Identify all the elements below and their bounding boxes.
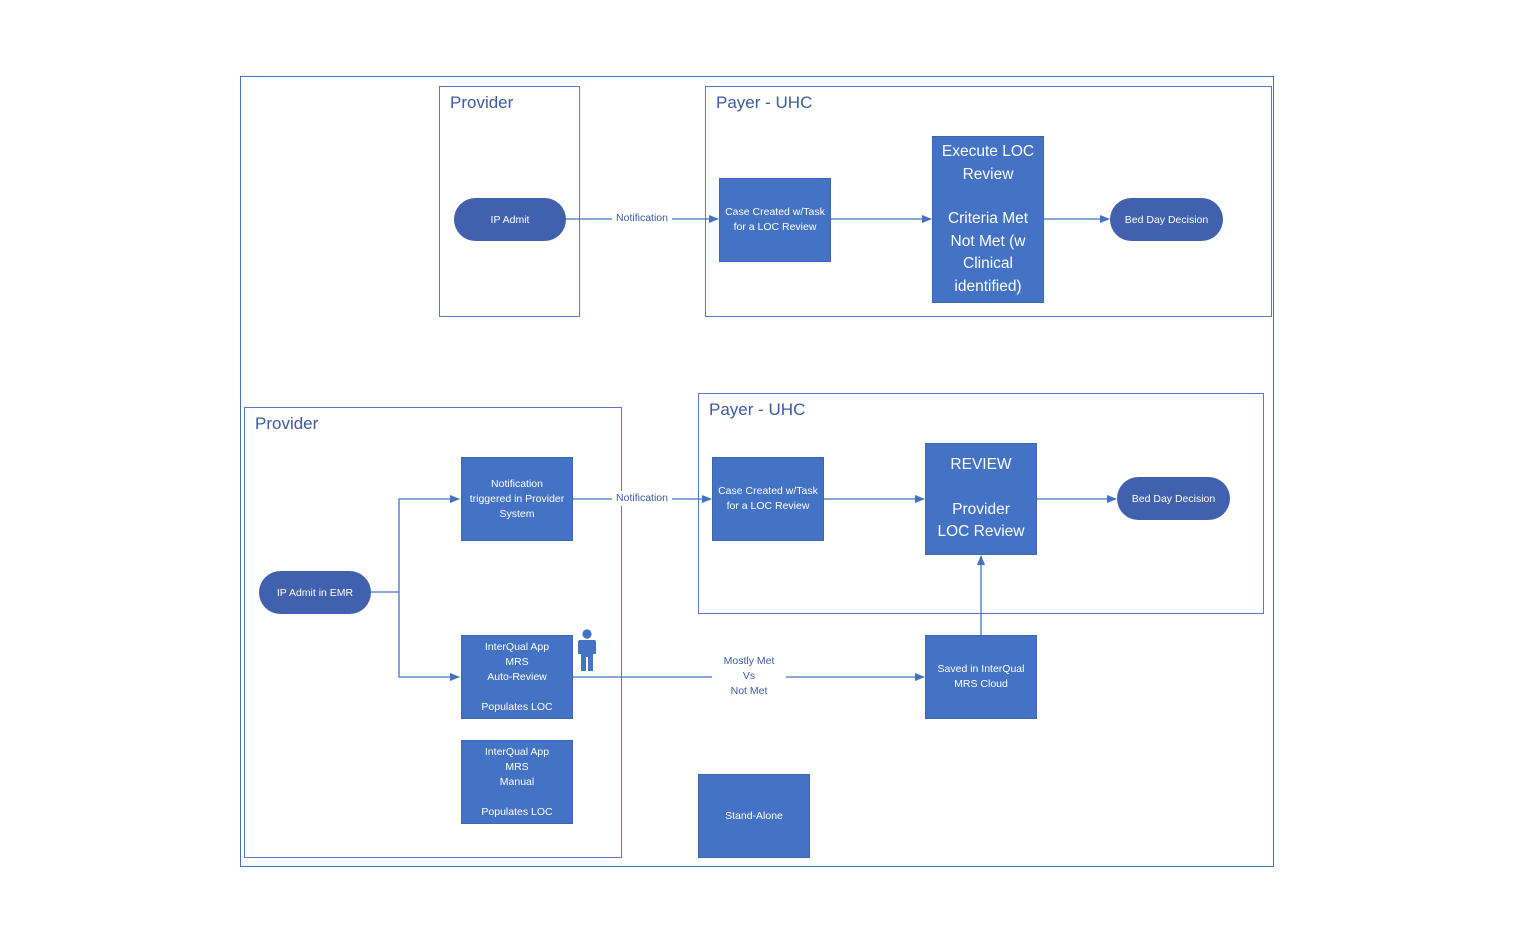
interqual-auto-line: InterQual App <box>484 640 550 653</box>
bottom-notification-line: triggered in Provider <box>469 492 565 505</box>
saved-interqual-line: Saved in InterQual <box>937 663 1025 675</box>
top-payer-lane: Payer - UHC <box>705 86 1272 317</box>
bottom-review-line: Provider <box>952 500 1010 518</box>
top-execute-line: Criteria Met <box>947 210 1029 227</box>
bottom-review-box: REVIEW Provider LOC Review <box>925 443 1037 555</box>
interqual-manual-line: Populates LOC <box>481 805 553 818</box>
stand-alone-box: Stand-Alone <box>698 774 810 858</box>
bottom-provider-lane-title: Provider <box>255 414 319 433</box>
bottom-notification-line: System <box>499 507 535 520</box>
top-ip-admit-node: IP Admit <box>454 198 566 241</box>
stand-alone-label: Stand-Alone <box>725 809 783 822</box>
interqual-auto-line: MRS <box>505 655 529 668</box>
top-execute-line: Execute LOC <box>941 143 1035 160</box>
bottom-notification-label: Notification <box>612 491 672 506</box>
bottom-review-line: LOC Review <box>937 523 1025 541</box>
bottom-arrow-emr-to-notification <box>398 495 460 592</box>
top-execute-review-box: Execute LOC Review Criteria Met Not Met … <box>932 136 1044 303</box>
bottom-case-created-box: Case Created w/Task for a LOC Review <box>712 457 824 541</box>
saved-in-interqual-box: Saved in InterQual MRS Cloud <box>925 635 1037 719</box>
bottom-payer-lane-title: Payer - UHC <box>709 400 806 419</box>
top-notification-label: Notification <box>612 211 672 226</box>
interqual-manual-box: InterQual App MRS Manual Populates LOC <box>461 740 573 824</box>
top-provider-lane: Provider <box>439 86 580 317</box>
mostly-met-line: Vs <box>742 670 756 682</box>
bottom-case-created-line: Case Created w/Task <box>718 485 818 497</box>
top-payer-lane-title: Payer - UHC <box>716 93 813 112</box>
top-execute-line: Not Met (w <box>950 232 1026 250</box>
mostly-met-label: Mostly Met Vs Not Met <box>712 654 786 699</box>
bottom-case-created-line: for a LOC Review <box>726 500 810 512</box>
top-ip-admit-label: IP Admit <box>490 213 530 226</box>
saved-interqual-line: MRS Cloud <box>954 678 1008 690</box>
interqual-auto-line: Populates LOC <box>481 700 553 713</box>
bottom-bed-day-decision-node: Bed Day Decision <box>1117 477 1230 520</box>
interqual-manual-line: InterQual App <box>484 745 550 758</box>
bottom-arrow-emr-to-interqual <box>398 592 460 681</box>
interqual-manual-line: Manual <box>499 775 535 788</box>
bottom-review-line: REVIEW <box>950 456 1012 474</box>
top-bed-day-decision-node: Bed Day Decision <box>1110 198 1223 241</box>
mostly-met-line: Not Met <box>730 685 768 697</box>
interqual-auto-line: Auto-Review <box>487 670 547 683</box>
top-case-created-line: Case Created w/Task <box>725 206 825 218</box>
top-execute-line: Review <box>962 165 1014 183</box>
top-case-created-box: Case Created w/Task for a LOC Review <box>719 178 831 262</box>
bottom-bed-day-decision-label: Bed Day Decision <box>1131 492 1216 505</box>
interqual-manual-line: MRS <box>505 760 529 773</box>
diagram-frame <box>240 76 1274 867</box>
top-execute-line: Clinical <box>963 255 1013 272</box>
bottom-notification-triggered-box: Notification triggered in Provider Syste… <box>461 457 573 541</box>
top-bed-day-decision-label: Bed Day Decision <box>1124 213 1209 226</box>
person-icon <box>577 629 597 672</box>
mostly-met-line: Mostly Met <box>723 655 775 667</box>
interqual-auto-review-box: InterQual App MRS Auto-Review Populates … <box>461 635 573 719</box>
top-execute-line: identified) <box>954 277 1022 295</box>
bottom-provider-lane: Provider <box>244 407 622 858</box>
bottom-ip-admit-emr-label: IP Admit in EMR <box>276 586 354 599</box>
top-provider-lane-title: Provider <box>450 93 514 112</box>
bottom-notification-line: Notification <box>491 477 543 490</box>
bottom-ip-admit-emr-node: IP Admit in EMR <box>259 571 371 614</box>
top-case-created-line: for a LOC Review <box>733 221 817 233</box>
